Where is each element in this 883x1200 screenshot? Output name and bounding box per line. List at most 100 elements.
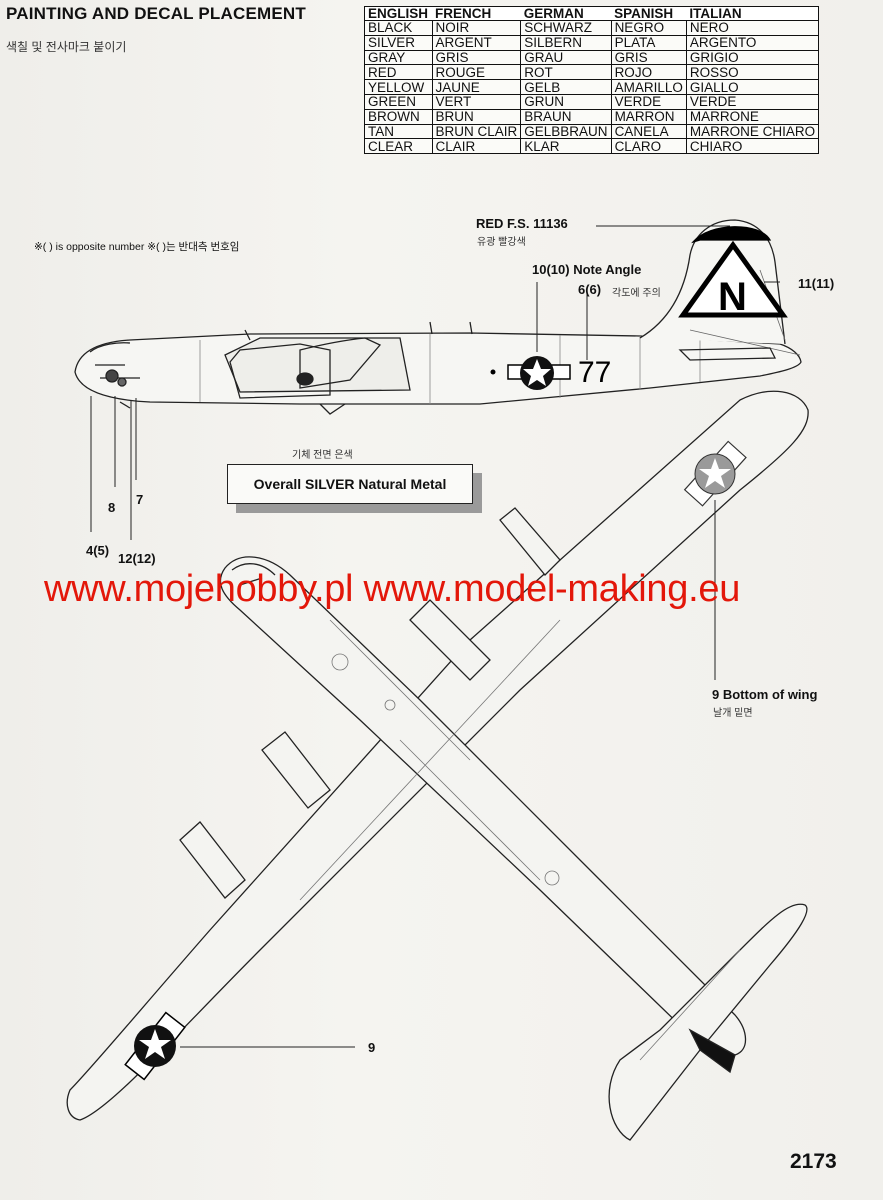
color-table-cell: GRAU: [520, 50, 612, 66]
plan-leader-lines: [180, 500, 716, 1048]
color-table-cell: NERO: [685, 20, 819, 36]
color-table-cell: GRIS: [610, 50, 687, 66]
page-number: 2173: [790, 1150, 837, 1173]
color-table-cell: SILVER: [364, 35, 433, 51]
side-wing-root: [224, 337, 411, 393]
color-table-cell: CHIARO: [685, 138, 819, 155]
tail-insignia: [678, 240, 788, 318]
color-table-cell: VERDE: [685, 94, 819, 110]
side-intake: [296, 372, 314, 386]
plan-star-lower: [124, 1011, 186, 1081]
fuselage-number: 77: [578, 356, 611, 389]
tail-triangle: [678, 240, 788, 318]
callout-bottom-of-wing: 9 Bottom of wing: [712, 687, 818, 702]
color-table-cell: RED: [364, 64, 433, 81]
color-table-cell: CLAIR: [431, 138, 521, 155]
column-header: ENGLISH: [364, 6, 433, 21]
plan-nose-glazing: [231, 563, 276, 586]
overall-silver-box: Overall SILVER Natural Metal: [227, 464, 473, 504]
color-table-cell: YELLOW: [364, 79, 433, 95]
callout-red-fs: RED F.S. 11136: [476, 216, 568, 231]
column-header: SPANISH: [611, 6, 687, 21]
color-table-cell: BLACK: [364, 20, 433, 36]
color-table-cell: SCHWARZ: [520, 20, 612, 36]
color-table-cell: GRIS: [431, 50, 521, 66]
color-table-cell: GRIGIO: [685, 50, 819, 66]
color-table-cell: BRUN CLAIR: [431, 124, 521, 140]
side-stabilizer: [678, 347, 777, 361]
watermark-text: www.mojehobby.pl www.model-making.eu: [44, 568, 741, 610]
callout-6-6-korean: 각도에 주의: [612, 288, 661, 299]
side-view-aircraft: [74, 219, 802, 415]
color-table-cell: BROWN: [364, 109, 433, 125]
column-header: FRENCH: [432, 6, 521, 21]
callout-12-12: 12(12): [118, 551, 156, 566]
opposite-number-note: ※( ) is opposite number ※( )는 반대측 번호임: [34, 241, 240, 253]
plan-tail-gunner: [688, 1028, 736, 1074]
color-table-cell: TAN: [364, 124, 433, 140]
column-header: ITALIAN: [686, 6, 819, 21]
side-antennas: [244, 321, 473, 341]
color-table-cell: GREEN: [364, 94, 433, 110]
callout-6-6: 6(6): [578, 282, 602, 297]
color-table-cell: GELB: [520, 79, 612, 95]
color-table-cell: GRAY: [364, 50, 433, 66]
color-table-cell: SILBERN: [520, 35, 612, 51]
color-table-cell: CLEAR: [364, 138, 433, 155]
callout-9: 9: [368, 1040, 376, 1055]
color-table-cell: GIALLO: [685, 79, 819, 95]
side-engine-nacelle-2: [299, 337, 382, 389]
nose-art-2: [117, 377, 127, 387]
color-table-cell: NOIR: [431, 20, 521, 36]
overall-korean: 기체 전면 은색: [292, 450, 353, 461]
plan-panel-lines: [299, 619, 741, 1061]
plan-view-aircraft: [66, 390, 809, 1141]
callout-11-11: 11(11): [798, 276, 835, 291]
side-ventral: [119, 401, 346, 415]
color-table-cell: KLAR: [520, 138, 612, 155]
side-star-insignia: [507, 356, 571, 390]
color-table-cell: MARRONE: [685, 109, 819, 125]
plan-engine-2: [409, 599, 491, 681]
tail-red-band: [691, 226, 772, 244]
color-table-cell: CANELA: [610, 124, 687, 140]
side-leader-lines: [90, 225, 780, 540]
side-engine-nacelle: [229, 343, 331, 399]
color-table-cell: MARRON: [610, 109, 687, 125]
page-title: PAINTING AND DECAL PLACEMENT: [6, 4, 306, 23]
callout-note-angle: 10(10) Note Angle: [532, 262, 642, 277]
color-table-cell: AMARILLO: [610, 79, 687, 95]
color-translation-table: ENGLISH FRENCH GERMAN SPANISH ITALIAN BL…: [364, 6, 820, 155]
plan-horizontal-tail: [608, 903, 808, 1141]
plan-engine-4: [179, 821, 246, 899]
color-table-cell: ROSSO: [685, 64, 819, 81]
color-table-cell: GELBBRAUN: [520, 124, 612, 140]
color-table-cell: GRUN: [520, 94, 612, 110]
nose-art: [105, 369, 119, 383]
color-table-cell: CLARO: [610, 138, 687, 155]
color-table-cell: JAUNE: [431, 79, 521, 95]
color-table-cell: MARRONE CHIARO: [685, 124, 819, 140]
color-table-cell: NEGRO: [610, 20, 687, 36]
side-fuselage-outline: [74, 332, 802, 405]
color-table-cell: VERDE: [610, 94, 687, 110]
small-marker: [490, 369, 496, 375]
callout-8: 8: [108, 500, 116, 515]
plan-engine-1: [499, 507, 561, 576]
callout-4-5: 4(5): [86, 543, 110, 558]
color-table-cell: ARGENTO: [685, 35, 819, 51]
callout-7: 7: [136, 492, 144, 507]
color-table-cell: BRAUN: [520, 109, 612, 125]
plan-star-upper: [683, 440, 747, 507]
color-table-cell: ROJO: [610, 64, 687, 81]
